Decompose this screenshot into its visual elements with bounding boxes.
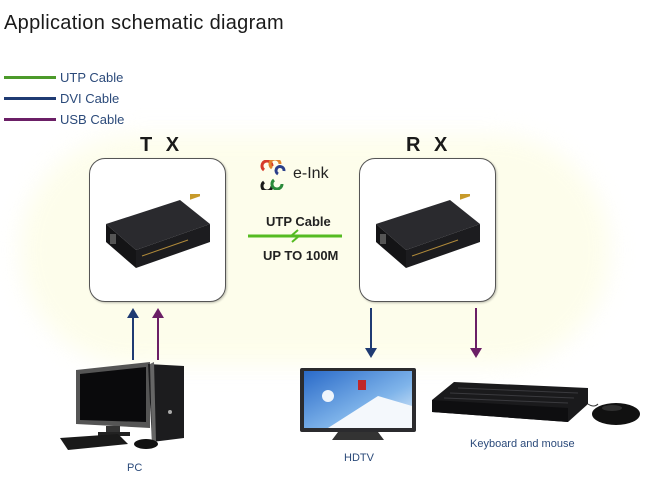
legend-item-utp: UTP Cable <box>4 67 123 87</box>
legend-item-dvi: DVI Cable <box>4 88 119 108</box>
legend-label: DVI Cable <box>60 90 120 106</box>
legend-label: USB Cable <box>60 111 125 127</box>
pc-label: PC <box>127 462 143 474</box>
utp-line-swatch <box>4 75 56 79</box>
utp-link-label: UTP Cable <box>266 214 331 229</box>
rx-title: R X <box>406 134 452 156</box>
tx-title: T X <box>140 134 184 156</box>
keyboard-mouse-label: Keyboard and mouse <box>470 438 575 450</box>
keyboard-mouse-icon <box>432 382 640 425</box>
distance-label: UP TO 100M <box>263 248 339 263</box>
tx-extender-device-icon <box>106 194 210 268</box>
utp-link-line-icon <box>248 229 342 243</box>
rx-extender-device-icon <box>376 194 480 268</box>
logo-text: e-Ink <box>293 165 329 182</box>
dvi-line-swatch <box>4 96 56 100</box>
legend-item-usb: USB Cable <box>4 109 124 129</box>
pc-computer-icon <box>60 362 184 450</box>
hdtv-icon <box>300 368 416 440</box>
tx-unit-box <box>89 158 226 302</box>
page-title: Application schematic diagram <box>4 12 284 34</box>
hdtv-label: HDTV <box>344 452 374 464</box>
usb-line-swatch <box>4 117 56 121</box>
rx-unit-box <box>359 158 496 302</box>
e-ink-logo-icon <box>260 160 286 190</box>
legend-label: UTP Cable <box>60 69 124 85</box>
